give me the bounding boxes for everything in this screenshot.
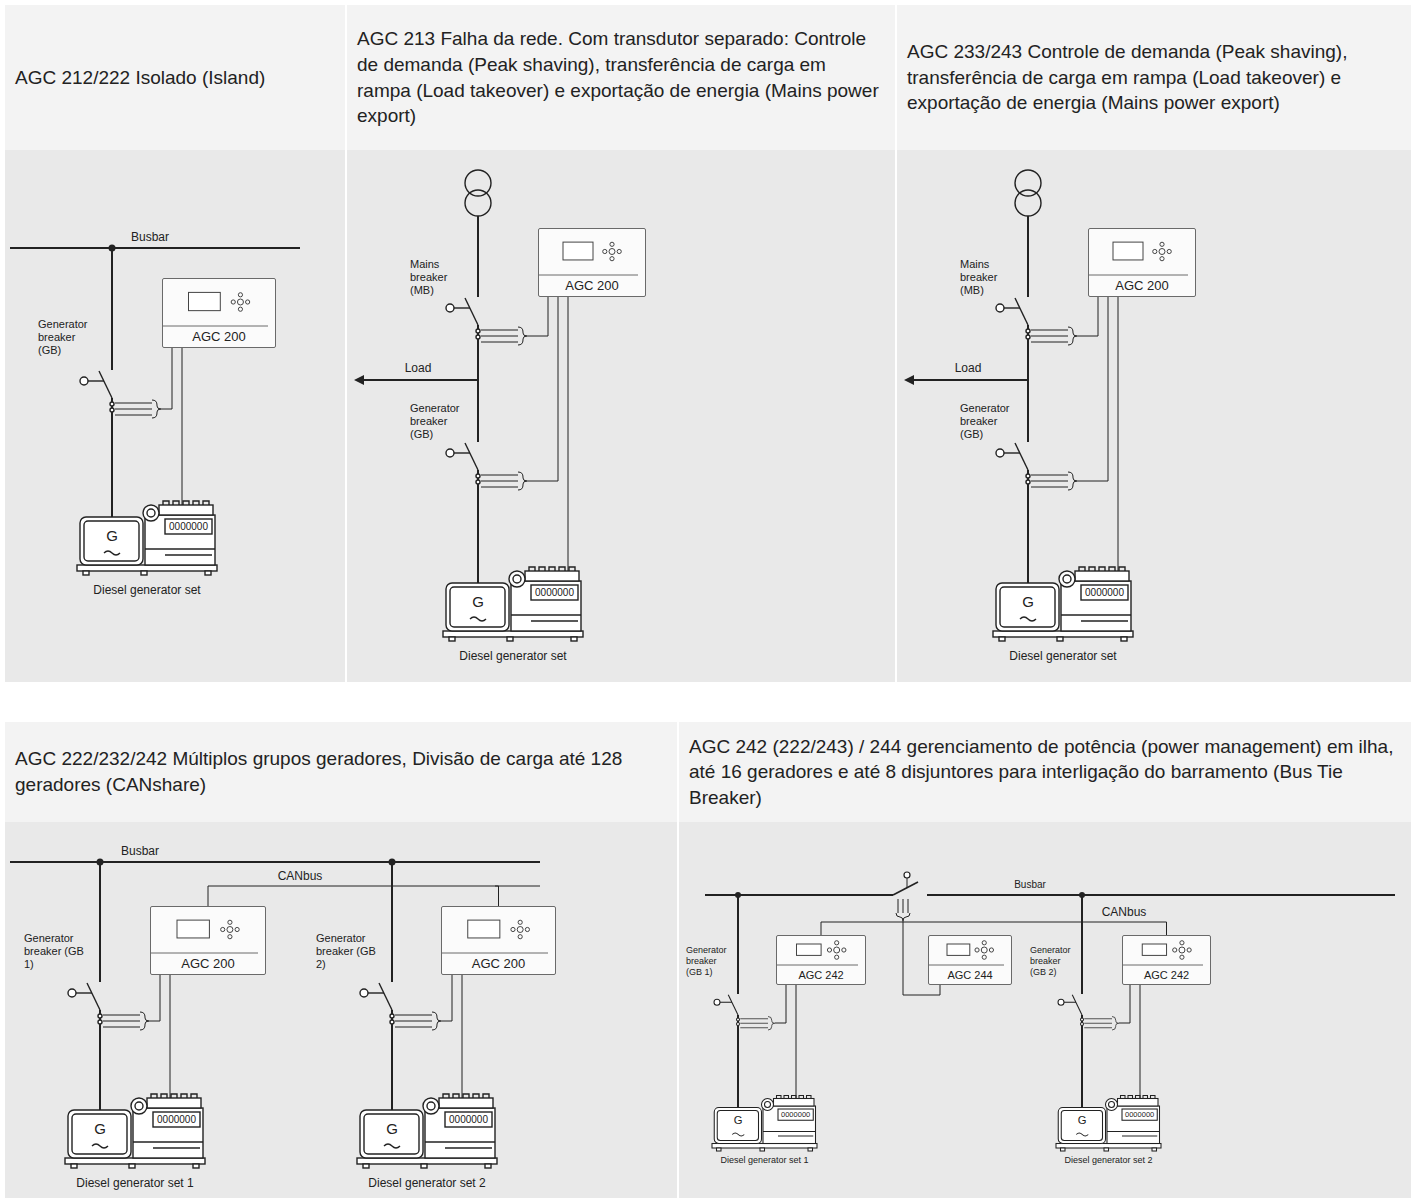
controller-name: AGC 242 [1123,969,1210,981]
generator-letter: G [386,1121,398,1136]
panel-heading: AGC 213 Falha da rede. Com transdutor se… [357,26,885,129]
generator-letter: G [1078,1115,1087,1126]
controller-name: AGC 200 [539,278,645,293]
arrowheads [354,375,914,385]
bus-label: CANbus [276,870,325,883]
controller-name: AGC 244 [929,969,1011,981]
generator-letter: G [94,1121,106,1136]
controller-face [538,228,638,297]
genset-caption: Diesel generator set 2 [1064,1155,1152,1166]
part-label: Generator breaker (GB 1) [24,932,86,972]
part-label: Generator breaker (GB) [38,318,100,358]
panel-heading: AGC 212/222 Isolado (Island) [15,65,265,91]
part-label: Generator breaker (GB 2) [1030,945,1077,977]
generator-letter: G [472,594,484,609]
engine-plate: 0000000 [157,1115,196,1125]
engine-plate: 0000000 [535,588,574,598]
controller-box: AGC 244 [928,935,1012,985]
controller-name: AGC 200 [442,956,555,971]
engine-plate: 0000000 [169,522,208,532]
panel-heading-band: AGC 233/243 Controle de demanda (Peak sh… [897,5,1411,150]
breaker-symbols [68,298,1119,1030]
controller-face [928,935,1004,985]
controller-box: AGC 200 [441,906,556,975]
panel-heading: AGC 242 (222/243) / 244 gerenciamento de… [689,734,1401,811]
part-label: Mains breaker (MB) [410,258,470,298]
controller-face [1088,228,1188,297]
genset-drawings [65,501,1161,1168]
part-label: Generator breaker (GB) [960,402,1020,442]
panel-heading-band: AGC 242 (222/243) / 244 gerenciamento de… [679,722,1411,822]
diagram-panel: AGC 233/243 Controle de demanda (Peak sh… [897,5,1411,682]
engine-plate: 0000000 [1125,1111,1154,1119]
engine-plate: 0000000 [1085,588,1124,598]
diagram-panel: AGC 212/222 Isolado (Island) AGC 200 [5,5,345,682]
part-label: Busbar [121,844,159,858]
genset-caption: Diesel generator set 2 [368,1176,485,1190]
wiring [10,170,1395,1110]
genset-caption: Diesel generator set [1009,649,1116,663]
panel-heading: AGC 222/232/242 Múltiplos grupos gerador… [15,746,667,797]
engine-plate: 0000000 [449,1115,488,1125]
panel-heading: AGC 233/243 Controle de demanda (Peak sh… [907,39,1401,116]
diagram-panel: AGC 222/232/242 Múltiplos grupos gerador… [5,722,677,1196]
part-label: Load [955,361,982,375]
genset-caption: Diesel generator set [459,649,566,663]
canbus-line [208,886,499,906]
controller-box: AGC 200 [150,906,266,975]
part-label: Load [405,361,432,375]
controller-face [150,906,258,975]
generator-letter: G [734,1115,743,1126]
controller-face [441,906,548,975]
part-label: Generator breaker (GB) [410,402,470,442]
part-label: Busbar [131,230,169,244]
generator-letter: G [106,528,118,543]
diagram-panel: AGC 213 Falha da rede. Com transdutor se… [347,5,895,682]
panel-heading-band: AGC 222/232/242 Múltiplos grupos gerador… [5,722,677,822]
genset-caption: Diesel generator set 1 [76,1176,193,1190]
part-label: Generator breaker (GB 1) [686,945,733,977]
controller-box: AGC 200 [1088,228,1196,297]
diagram-panel: AGC 242 (222/243) / 244 gerenciamento de… [679,722,1411,1196]
controller-box: AGC 242 [776,935,866,985]
controller-face [1122,935,1203,985]
controller-box: AGC 200 [162,278,276,348]
controller-box: AGC 200 [538,228,646,297]
controller-face [776,935,858,985]
controller-face [162,278,268,348]
engine-plate: 0000000 [781,1111,810,1119]
canbus-line [821,922,1167,935]
controller-box: AGC 242 [1122,935,1211,985]
panel-heading-band: AGC 213 Falha da rede. Com transdutor se… [347,5,895,150]
controller-name: AGC 242 [777,969,865,981]
junction-dots [97,245,1086,899]
genset-caption: Diesel generator set [93,583,200,597]
controller-name: AGC 200 [151,956,265,971]
part-label: Mains breaker (MB) [960,258,1020,298]
controller-name: AGC 200 [1089,278,1195,293]
bus-label: CANbus [1100,906,1149,919]
controller-name: AGC 200 [163,329,275,344]
generator-letter: G [1022,594,1034,609]
genset-caption: Diesel generator set 1 [720,1155,808,1166]
panel-backgrounds [5,5,1411,1198]
panel-heading-band: AGC 212/222 Isolado (Island) [5,5,345,150]
part-label: Generator breaker (GB 2) [316,932,378,972]
part-label: Busbar [1014,879,1046,891]
